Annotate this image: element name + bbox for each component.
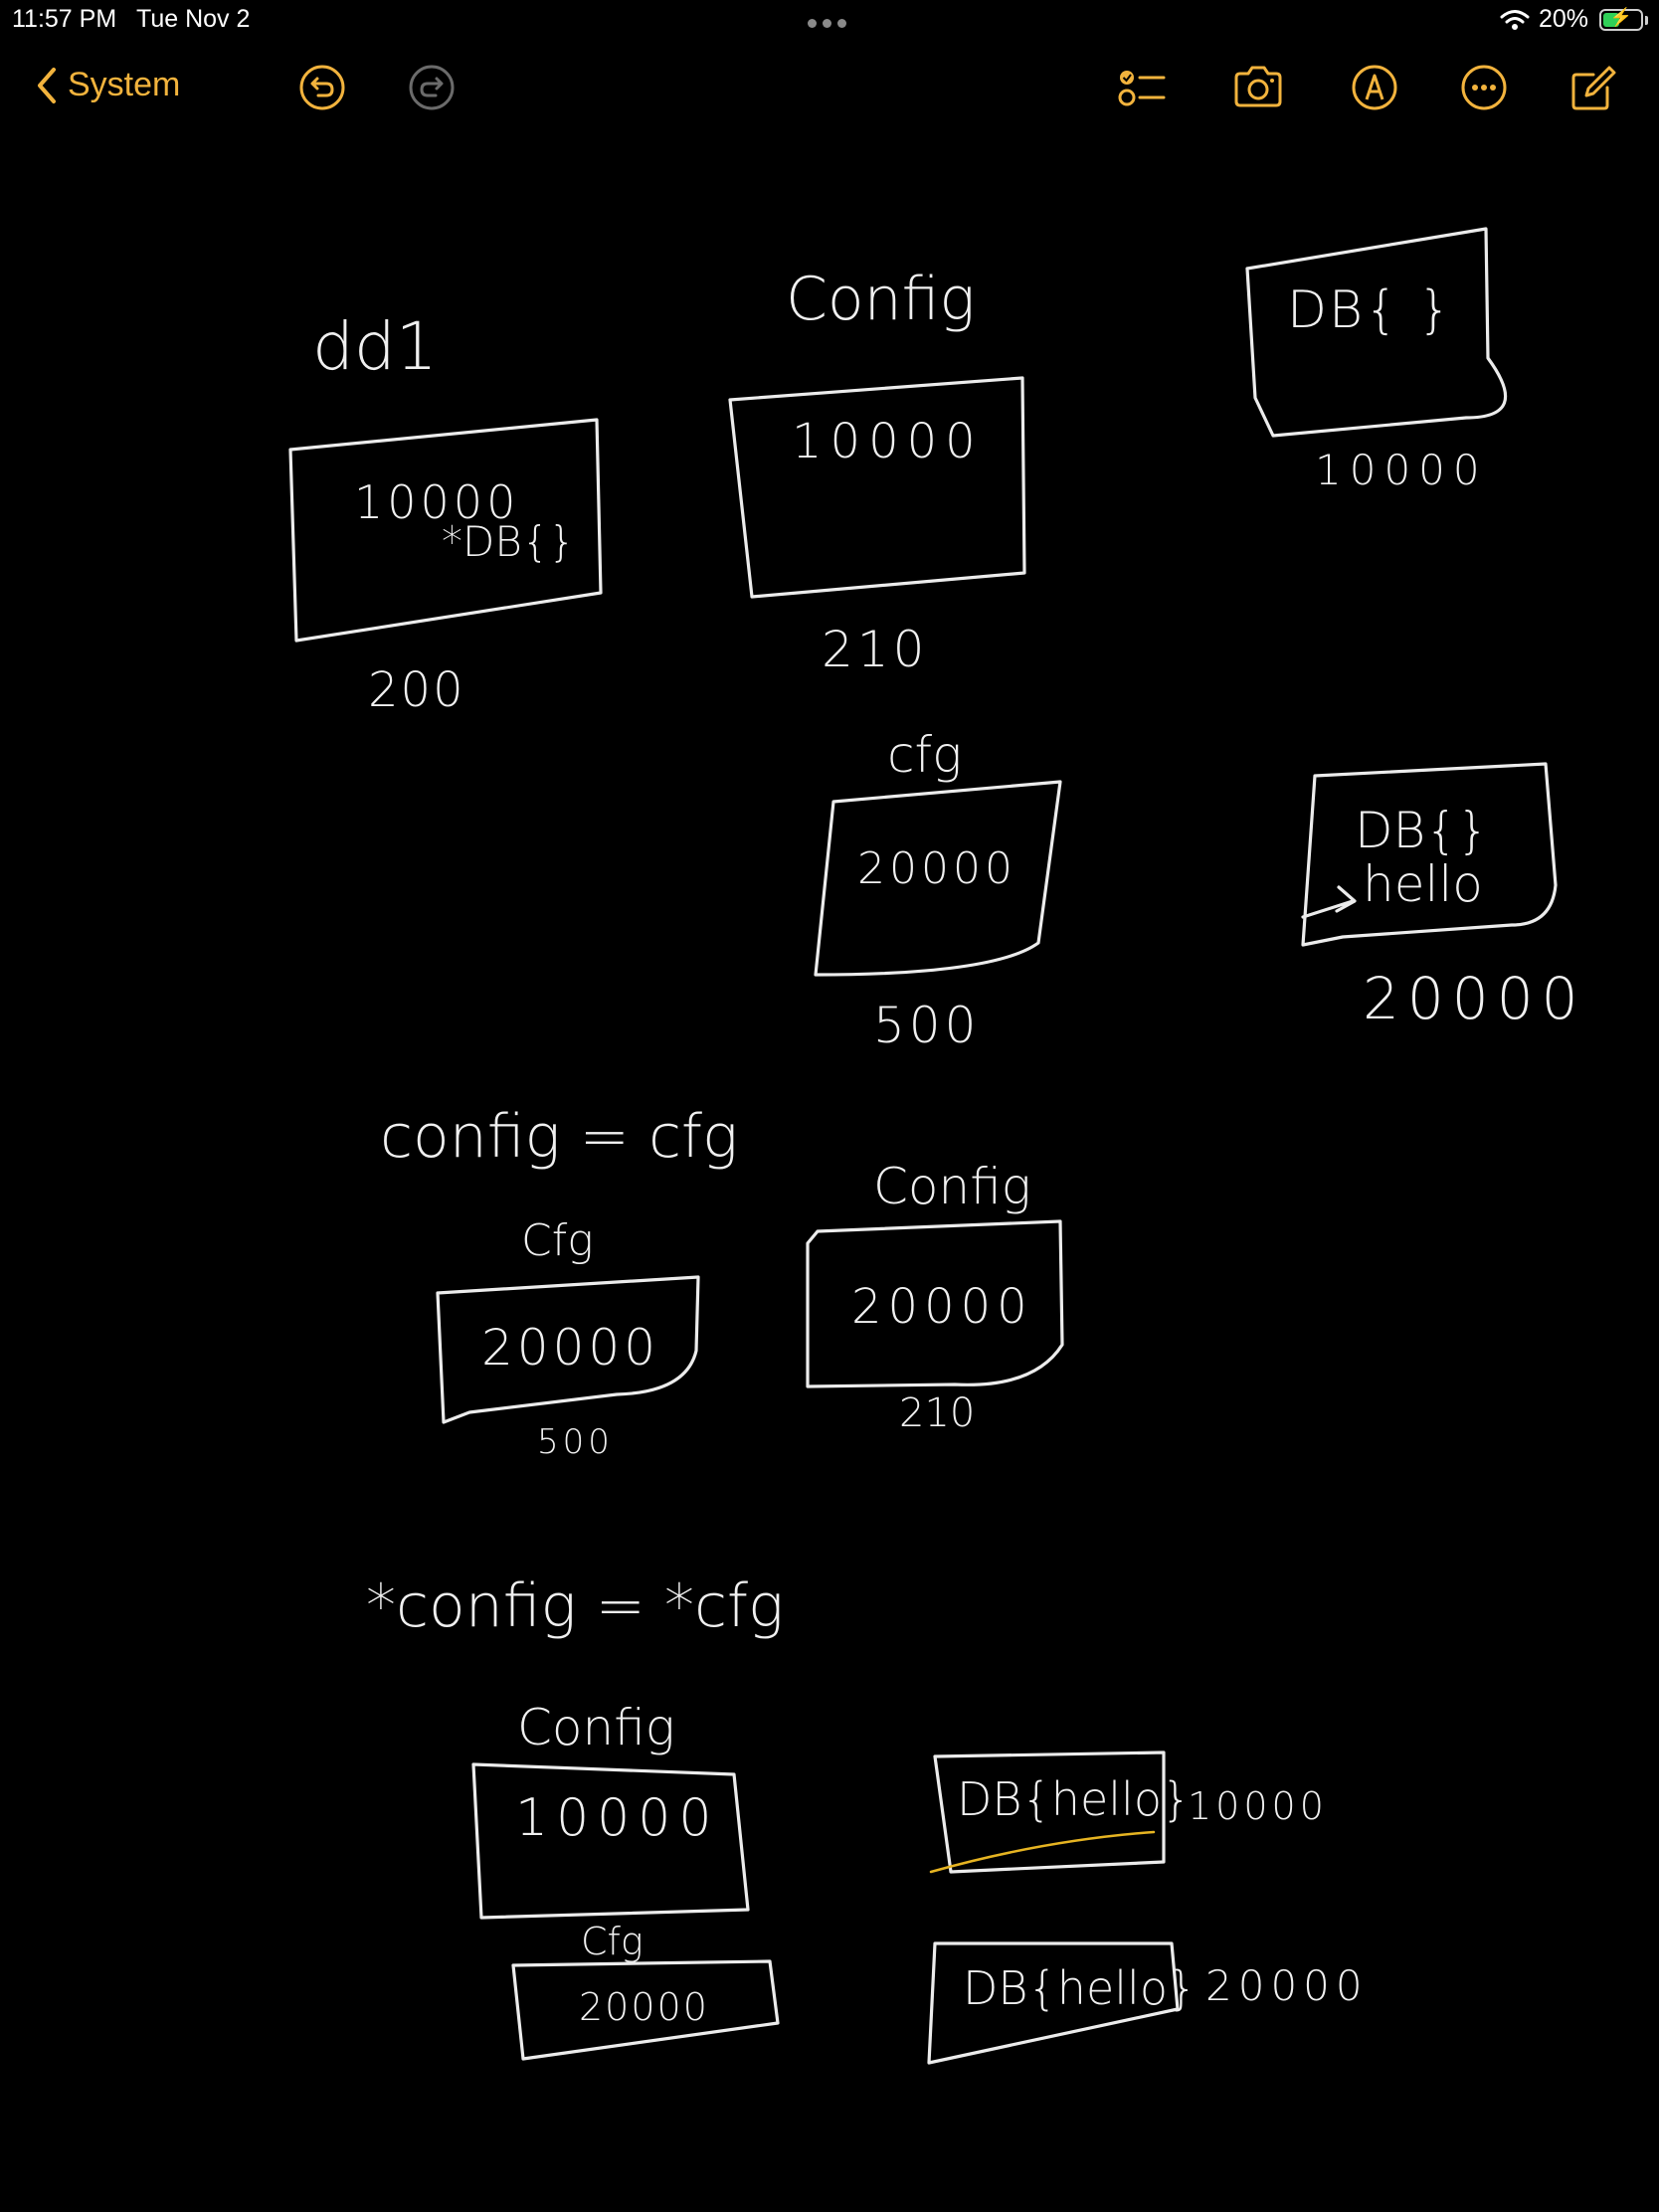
back-button[interactable]: System (36, 66, 180, 104)
box-db-b1 (933, 1751, 1166, 1874)
arrow-to-hello (1301, 885, 1357, 919)
redo-icon (409, 65, 455, 110)
value-config: 210 (822, 621, 929, 678)
value-config2: 210 (899, 1390, 976, 1436)
status-time: 11:57 PM (12, 5, 117, 33)
markup-pen-icon (1352, 65, 1397, 110)
wifi-icon (1500, 10, 1530, 30)
chevron-left-icon (38, 67, 56, 103)
value-db-top: 10000 (1315, 446, 1488, 494)
compose-button[interactable] (1567, 62, 1619, 113)
box-db-top-label: DB{ } (1287, 280, 1453, 340)
label-config2: Config (873, 1158, 1031, 1215)
box-config2 (806, 1219, 1064, 1388)
box-config3 (471, 1762, 750, 1920)
value-cfg2: 500 (537, 1422, 614, 1462)
box-cfg-value: 20000 (857, 843, 1016, 894)
label-add1: dd1 (312, 308, 438, 385)
label-cfg3: Cfg (581, 1920, 644, 1963)
label-cfg: cfg (887, 726, 963, 784)
box-config2-value: 20000 (851, 1279, 1033, 1335)
highlight-underline (929, 1830, 1156, 1874)
assign-deref-config-cfg: *config = *cfg (366, 1571, 785, 1641)
camera-icon (1234, 66, 1282, 107)
more-icon (1461, 65, 1507, 110)
box-cfg2-value: 20000 (481, 1319, 660, 1377)
box-config-value: 10000 (792, 414, 984, 469)
ink-strokes (288, 227, 1558, 2065)
battery-percent: 20% (1539, 5, 1589, 33)
value-db-mid: 20000 (1363, 965, 1586, 1032)
markup-button[interactable] (1349, 62, 1400, 113)
box-add1-line1: 10000 (354, 475, 520, 529)
redo-button[interactable] (406, 62, 458, 113)
box-db-top (1245, 227, 1508, 438)
box-db-b2-label: DB{hello} (963, 1961, 1198, 2015)
box-cfg2 (436, 1275, 700, 1424)
value-db-b2: 20000 (1205, 1961, 1369, 2010)
box-add1 (288, 418, 603, 643)
box-cfg3-value: 20000 (579, 1985, 709, 2029)
box-config (728, 376, 1026, 599)
box-add1-line2: *DB{} (442, 517, 576, 566)
note-canvas[interactable]: dd1 10000 *DB{} 200 Config 10000 210 DB{… (0, 129, 1659, 2212)
value-add1: 200 (368, 662, 465, 718)
value-cfg: 500 (873, 997, 981, 1054)
status-bar: 11:57 PM Tue Nov 2 20% ⚡ (0, 0, 1659, 40)
assign-config-cfg: config = cfg (380, 1102, 739, 1172)
label-config3: Config (517, 1699, 675, 1756)
box-db-mid-line2: hello (1363, 855, 1483, 913)
undo-button[interactable] (296, 62, 348, 113)
status-date: Tue Nov 2 (136, 5, 251, 33)
box-config3-value: 10000 (515, 1788, 720, 1848)
camera-button[interactable] (1232, 62, 1284, 113)
back-label: System (68, 66, 181, 103)
box-db-b2 (927, 1941, 1180, 2065)
box-cfg3 (511, 1959, 780, 2061)
more-button[interactable] (1458, 62, 1510, 113)
box-cfg (814, 780, 1062, 977)
box-db-mid (1301, 762, 1558, 947)
checklist-button[interactable] (1116, 62, 1168, 113)
compose-icon (1571, 66, 1616, 110)
checklist-icon (1118, 71, 1166, 106)
box-db-b1-label: DB{hello} (957, 1772, 1192, 1826)
notes-toolbar: System (0, 50, 1659, 129)
undo-icon (299, 65, 345, 110)
label-config: Config (786, 265, 976, 334)
box-db-mid-line1: DB{} (1355, 802, 1489, 859)
multitasking-dots-icon[interactable] (808, 15, 852, 33)
value-db-b1: 10000 (1188, 1784, 1328, 1828)
label-cfg2: Cfg (521, 1215, 594, 1266)
battery-icon: ⚡ (1599, 7, 1643, 31)
